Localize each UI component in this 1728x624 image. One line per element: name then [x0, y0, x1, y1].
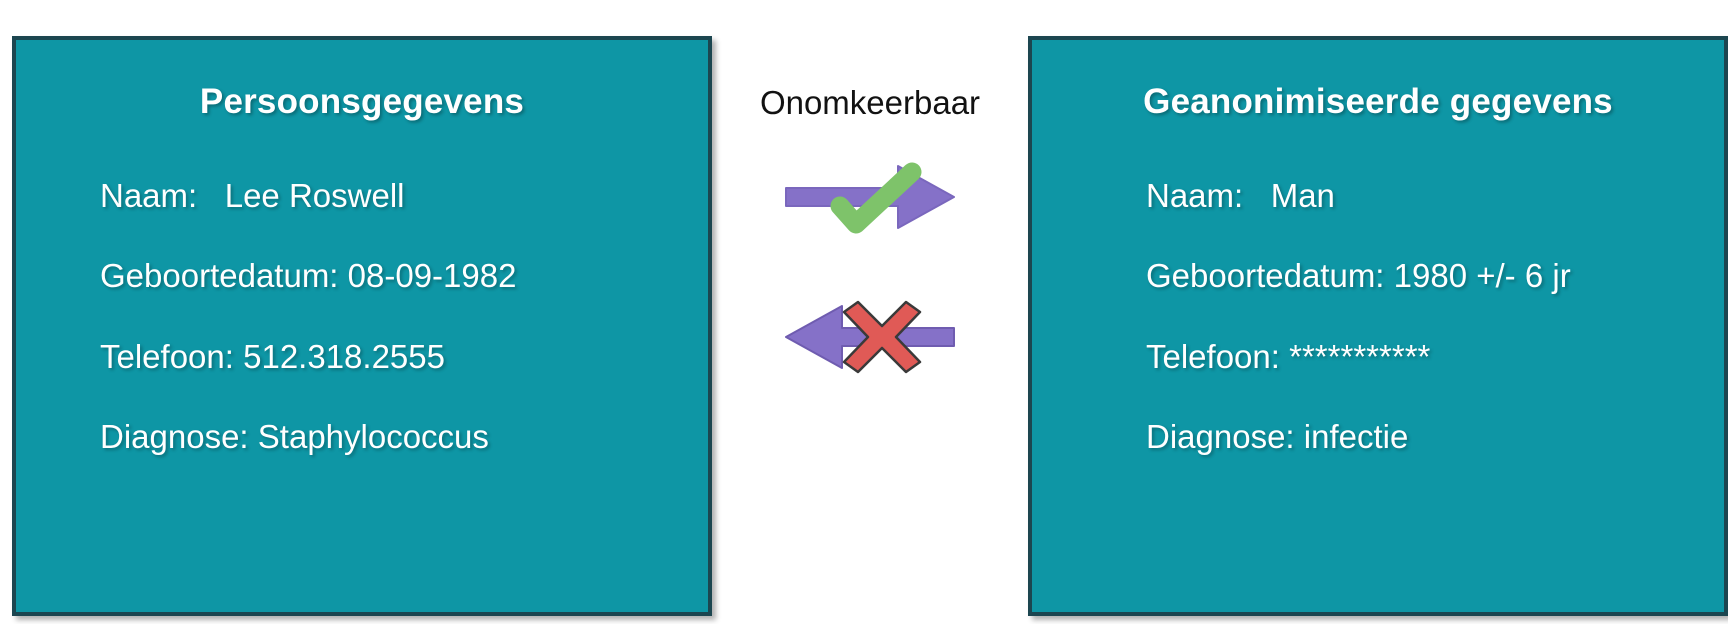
field-value-naam: Lee Roswell: [224, 177, 405, 214]
anon-field-label-diagnose: Diagnose:: [1146, 417, 1295, 455]
anon-field-label-telefoon: Telefoon:: [1146, 337, 1280, 375]
personal-data-title: Persoonsgegevens: [199, 82, 525, 121]
anon-field-row-telefoon: Telefoon: ***********: [1146, 337, 1704, 375]
anonymized-data-field-list: Naam: Man Geboortedatum: 1980 +/- 6 jr T…: [1032, 177, 1724, 455]
field-value-telefoon: 512.318.2555: [243, 337, 445, 375]
field-label-geboortedatum: Geboortedatum:: [100, 257, 339, 295]
field-row-telefoon: Telefoon: 512.318.2555: [100, 337, 688, 375]
field-label-naam: Naam:: [100, 177, 198, 214]
anon-field-value-geboortedatum: 1980 +/- 6 jr: [1393, 257, 1571, 295]
backward-arrow-group: [712, 298, 1028, 376]
personal-data-field-list: Naam: Lee Roswell Geboortedatum: 08-09-1…: [16, 177, 708, 455]
anon-field-row-naam: Naam: Man: [1146, 177, 1704, 214]
anon-field-row-geboortedatum: Geboortedatum: 1980 +/- 6 jr: [1146, 258, 1704, 294]
anon-field-label-geboortedatum: Geboortedatum:: [1146, 257, 1385, 295]
field-value-geboortedatum: 08-09-1982: [347, 257, 517, 295]
anonymized-data-title: Geanonimiseerde gegevens: [1143, 82, 1613, 121]
field-row-diagnose: Diagnose: Staphylococcus: [100, 417, 688, 455]
anon-field-value-diagnose: infectie: [1303, 417, 1409, 455]
anonymized-data-panel: Geanonimiseerde gegevens Naam: Man Geboo…: [1028, 36, 1728, 616]
field-label-telefoon: Telefoon:: [100, 337, 234, 375]
field-label-diagnose: Diagnose:: [100, 417, 249, 455]
transformation-column: Onomkeerbaar: [712, 36, 1028, 616]
anon-field-value-naam: Man: [1270, 177, 1335, 214]
irreversible-label: Onomkeerbaar: [759, 84, 981, 121]
personal-data-panel: Persoonsgegevens Naam: Lee Roswell Geboo…: [12, 36, 712, 616]
left-arrow-with-cross-icon: [785, 300, 955, 374]
anon-field-value-telefoon: ***********: [1289, 337, 1431, 375]
field-value-diagnose: Staphylococcus: [257, 417, 489, 455]
anon-field-label-naam: Naam:: [1146, 177, 1244, 214]
forward-arrow-group: [712, 158, 1028, 236]
field-row-naam: Naam: Lee Roswell: [100, 177, 688, 214]
anon-field-row-diagnose: Diagnose: infectie: [1146, 417, 1704, 455]
right-arrow-with-check-icon: [785, 162, 955, 234]
field-row-geboortedatum: Geboortedatum: 08-09-1982: [100, 258, 688, 294]
